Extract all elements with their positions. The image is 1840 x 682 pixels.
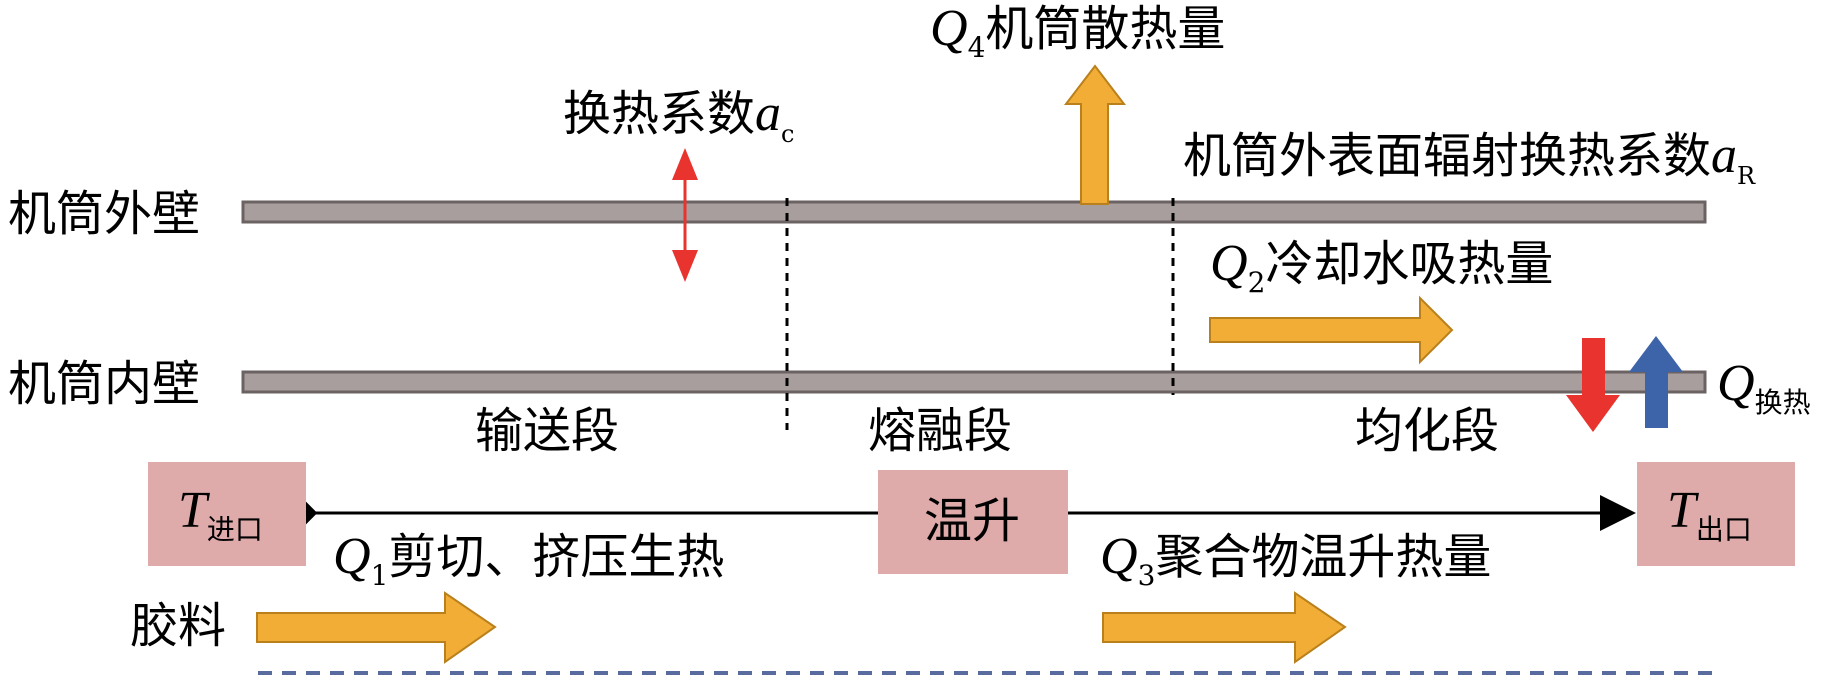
material-label: 胶料 [130, 598, 226, 654]
temp-rise-box [878, 470, 1068, 574]
inner-wall-label: 机筒内壁 [8, 356, 200, 412]
inlet-temp-label: T进口 [178, 482, 263, 546]
zone-feed-label: 输送段 [475, 403, 619, 459]
material-right-arrow [256, 591, 497, 664]
outlet-temp-label: T出口 [1667, 482, 1752, 546]
zone-melt-label: 熔融段 [868, 403, 1012, 459]
q3-label: Q3聚合物温升热量 [1100, 528, 1491, 592]
q4-label: Q4机筒散热量 [930, 0, 1225, 64]
q-exchange-label: Q换热 [1717, 355, 1811, 419]
inlet-temp-box [148, 462, 306, 566]
q1-label: Q1剪切、挤压生热 [333, 528, 724, 592]
outlet-temp-box [1637, 462, 1795, 566]
outer-wall-bar [241, 200, 1707, 224]
q2-right-arrow [1209, 295, 1454, 365]
rad-coef-label: 机筒外表面辐射换热系数aR [1183, 127, 1756, 190]
q2-label: Q2冷却水吸热量 [1210, 235, 1553, 299]
conv-coef-label: 换热系数ac [563, 85, 794, 148]
inner-wall-bar [241, 370, 1707, 394]
zone-meter-label: 均化段 [1355, 403, 1499, 459]
q3-right-arrow [1102, 591, 1347, 664]
conv-double-arrow [672, 148, 698, 282]
outer-wall-label: 机筒外壁 [8, 186, 200, 242]
heat-exchange-down-arrow [1566, 338, 1620, 432]
temp-rise-label: 温升 [924, 493, 1020, 549]
q4-up-arrow [1063, 64, 1127, 205]
heat-exchange-up-arrow [1629, 336, 1683, 428]
